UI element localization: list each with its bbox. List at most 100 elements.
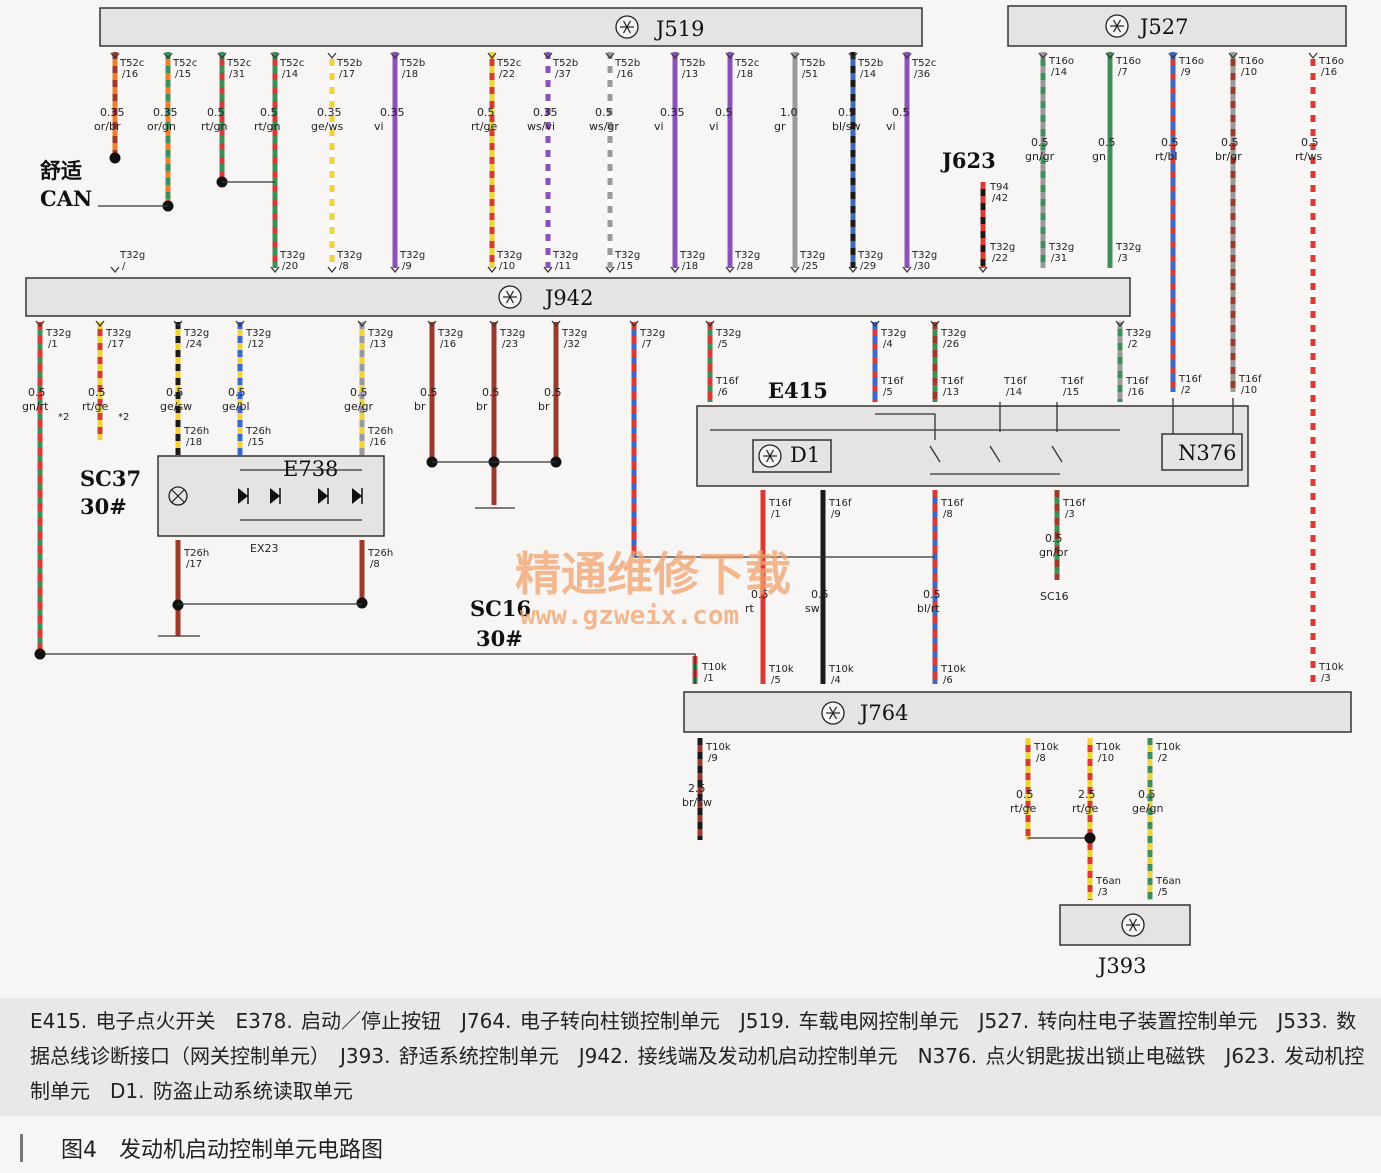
j519-gauge-6: 0.5 <box>477 106 495 119</box>
e415-bottom-gauge-0: 0.5 <box>751 588 769 601</box>
j519-gauge-13: 0.5 <box>892 106 910 119</box>
caption-text: 图4 发动机启动控制单元电路图 <box>61 1138 383 1163</box>
sc16-label: SC16 <box>470 596 531 621</box>
j942-right-pin-2: T32g <box>880 328 906 339</box>
j764-top-pin-1-num: /4 <box>831 675 841 686</box>
e738-bottom-pin-1-num: /8 <box>370 559 380 570</box>
arrow-mark <box>173 320 183 328</box>
j527-bottom-pin-4: T10k <box>1318 662 1344 673</box>
arrow-mark <box>1308 52 1318 60</box>
arrow-mark <box>978 266 988 274</box>
j519-gauge-3-color: rt/gn <box>254 120 281 133</box>
j527-pin-1-num: /7 <box>1118 67 1128 78</box>
j942-left-gauge-5-color: br <box>414 400 426 413</box>
j942-left-pin-5: T32g <box>437 328 463 339</box>
j519-bottom-pin-7-num: /11 <box>555 261 571 272</box>
j519-bottom-pin-9: T32g <box>679 250 705 261</box>
module-j764-label: J764 <box>858 701 909 725</box>
arrow-mark <box>1115 320 1125 328</box>
j764-top-pin-0: T10k <box>768 664 794 675</box>
j764-bottom-pin-3-num: /2 <box>1158 753 1168 764</box>
j942-left-pin-0: T32g <box>45 328 71 339</box>
arrow-mark <box>390 266 400 274</box>
j942-left-pin-3-num: /12 <box>248 339 264 350</box>
junction-dot <box>1084 832 1096 844</box>
can-label: CAN <box>40 186 92 211</box>
j764-bottom-pin-0-num: /9 <box>708 753 718 764</box>
j519-gauge-10: 0.5 <box>715 106 733 119</box>
j519-pin-2-num: /31 <box>229 69 245 80</box>
j527-gauge-2: 0.5 <box>1161 136 1179 149</box>
legend-panel: E415. 电子点火开关 E378. 启动／停止按钮 J764. 电子转向柱锁控… <box>0 998 1381 1116</box>
j527-pin-3-num: /10 <box>1241 67 1257 78</box>
j942-left-gauge-5: 0.5 <box>420 386 438 399</box>
e415-bottom-gauge-2: 0.5 <box>923 588 941 601</box>
j527-pin-4-num: /16 <box>1321 67 1337 78</box>
arrow-mark <box>670 266 680 274</box>
j527-bottom-pin-4-num: /3 <box>1321 673 1331 684</box>
j942-left-gauge-6: 0.5 <box>482 386 500 399</box>
j527-pin-2: T16o <box>1178 56 1204 67</box>
arrow-mark <box>870 320 880 328</box>
j942-left-gauge-4-color: ge/gr <box>344 400 373 413</box>
module-d1-label: D1 <box>790 443 820 467</box>
sc37-label: SC37 <box>80 466 141 491</box>
j942-left-pin-4: T32g <box>367 328 393 339</box>
j527-pin-0-num: /14 <box>1051 67 1067 78</box>
j942-left-pin-7: T32g <box>561 328 587 339</box>
j519-bottom-pin-8-num: /15 <box>617 261 633 272</box>
arrow-mark <box>629 320 639 328</box>
j942-left-pin-1: T32g <box>105 328 131 339</box>
j527-bottom-pin-2-num: /2 <box>1181 385 1191 396</box>
can-dot-1 <box>109 152 121 164</box>
module-j942 <box>25 277 1131 317</box>
j519-pin-8: T52b <box>614 58 640 69</box>
module-connector-icon-stroke <box>765 449 775 463</box>
j519-pin-11: T52b <box>799 58 825 69</box>
e415-bottom-gauge-0-color: rt <box>745 602 755 615</box>
arrow-mark <box>543 266 553 274</box>
j942-left-pin-6-num: /23 <box>502 339 518 350</box>
j764-bottom-pin-3: T10k <box>1155 742 1181 753</box>
j942-left-gauge-2-color: ge/sw <box>160 400 192 413</box>
arrow-mark <box>605 52 615 60</box>
module-connector-icon-stroke <box>1128 918 1138 932</box>
j764-bottom-pin-1-num: /8 <box>1036 753 1046 764</box>
j519-pin-7: T52b <box>552 58 578 69</box>
j764-bottom-pin-0: T10k <box>705 742 731 753</box>
arrow-mark <box>725 52 735 60</box>
arrow-mark <box>670 52 680 60</box>
arrow-mark <box>95 320 105 328</box>
arrow-mark <box>270 266 280 274</box>
e415-bottom-pin-3: T16f <box>1062 498 1086 509</box>
j527-bottom-pin-1: T32g <box>1115 242 1141 253</box>
e415-bottom-pin-2: T16f <box>940 498 964 509</box>
j527-pin-0: T16o <box>1048 56 1074 67</box>
e415-bottom-gauge-1: 0.5 <box>811 588 829 601</box>
j942-right-pin-1: T32g <box>715 328 741 339</box>
j764-bottom-gauge-2: 2.5 <box>1078 788 1096 801</box>
j764-bottom-pin-2-num: /10 <box>1098 753 1114 764</box>
j764-top-pin-2-num: /6 <box>943 675 953 686</box>
figure-caption: 图4 发动机启动控制单元电路图 <box>20 1131 383 1165</box>
arrow-mark <box>543 52 553 60</box>
j519-gauge-9: 0.35 <box>660 106 685 119</box>
e738-top-pin-2-num: /18 <box>186 437 202 448</box>
j519-bottom-pin-13: T32g <box>911 250 937 261</box>
j764-bottom-pin-1: T10k <box>1033 742 1059 753</box>
j519-gauge-12-color: bl/sw <box>832 120 860 133</box>
lamp-icon-x2 <box>171 489 185 503</box>
j519-pin-13-num: /36 <box>914 69 930 80</box>
j942-left-pin-5-num: /16 <box>440 339 456 350</box>
j393-pin-2: T6an <box>1095 876 1121 887</box>
arrow-mark <box>725 266 735 274</box>
j519-bottom-pin-12-num: /29 <box>860 261 876 272</box>
e738-top-pin-4: T26h <box>367 426 393 437</box>
arrow-mark <box>1105 52 1115 60</box>
j942-left-gauge-4: 0.5 <box>350 386 368 399</box>
junction-dot <box>356 597 368 609</box>
j519-bottom-pin-10-num: /28 <box>737 261 753 272</box>
j519-gauge-9-color: vi <box>654 120 664 133</box>
e415-top-pin-2: T16f <box>880 376 904 387</box>
j942-right-pin-3: T32g <box>940 328 966 339</box>
